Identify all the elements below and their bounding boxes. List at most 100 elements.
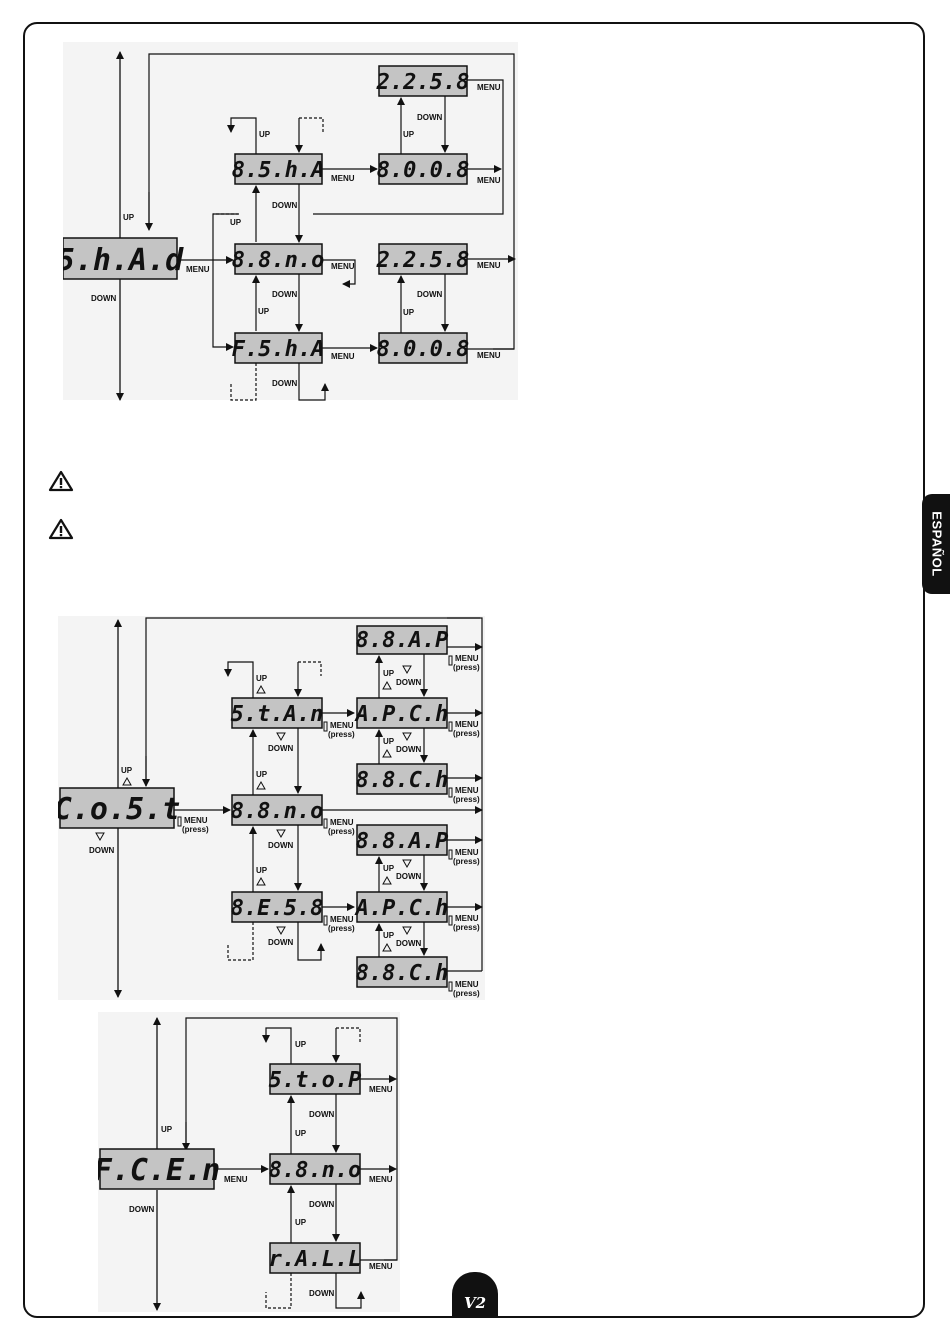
up-label: UP: [403, 130, 415, 139]
display-top-ap-text: 8.8.A.P: [356, 628, 449, 653]
display-bot-ap-text: 8.8.A.P: [356, 829, 449, 854]
display-top-ap: 8.8.A.P: [356, 625, 449, 655]
down-label: DOWN: [396, 745, 422, 754]
menu-label: MENU: [330, 818, 354, 827]
up-label: UP: [295, 1040, 307, 1049]
up-label: UP: [256, 770, 268, 779]
down-label: DOWN: [396, 939, 422, 948]
down-label: DOWN: [396, 678, 422, 687]
up-label: UP: [295, 1218, 307, 1227]
up-label: UP: [230, 218, 242, 227]
menu-label: MENU: [477, 83, 501, 92]
display-bot-min-text: 8.0.0.8: [377, 337, 470, 362]
press-label: (press): [453, 989, 480, 998]
up-label: UP: [383, 931, 395, 940]
menu-label: MENU: [455, 980, 479, 989]
down-label: DOWN: [417, 290, 443, 299]
brand-logo-tab: V2: [452, 1272, 498, 1318]
up-label: UP: [383, 737, 395, 746]
display-option-bot-text: 8.E.5.8: [231, 896, 324, 921]
menu-label: MENU: [369, 1085, 393, 1094]
display-option-bot: r.A.L.L: [269, 1242, 362, 1274]
display-shad-text: 5.h.A.d: [63, 243, 184, 278]
down-label: DOWN: [268, 938, 294, 947]
display-option-bot-text: F.5.h.A: [232, 337, 325, 362]
up-label: UP: [403, 308, 415, 317]
press-label: (press): [453, 795, 480, 804]
down-label: DOWN: [309, 1200, 335, 1209]
display-bot-ap: 8.8.A.P: [356, 824, 449, 856]
down-label: DOWN: [91, 294, 117, 303]
up-label: UP: [256, 674, 268, 683]
up-label: UP: [383, 669, 395, 678]
display-cost-text: C.o.5.t: [58, 792, 180, 827]
display-top-max-text: 2.2.5.8: [376, 70, 470, 95]
menu-label: MENU: [186, 265, 210, 274]
down-label: DOWN: [417, 113, 443, 122]
display-option-mid-text: 8.8.n.o: [231, 799, 324, 824]
press-label: (press): [182, 825, 209, 834]
up-label: UP: [161, 1125, 173, 1134]
language-tab: ESPAÑOL: [922, 494, 950, 594]
display-option-top-text: 5.t.o.P: [269, 1068, 362, 1093]
display-fcen: F.C.E.n: [98, 1148, 220, 1190]
menu-label: MENU: [455, 720, 479, 729]
menu-label: MENU: [455, 914, 479, 923]
display-option-bot: 8.E.5.8: [231, 891, 324, 923]
display-top-min: 8.0.0.8: [377, 153, 469, 185]
up-label: UP: [295, 1129, 307, 1138]
display-top-apch: A.P.C.h: [354, 697, 449, 729]
display-option-bot: F.5.h.A: [232, 332, 325, 364]
up-label: UP: [383, 864, 395, 873]
display-top-ch-text: 8.8.C.h: [356, 768, 449, 793]
display-bot-apch-text: A.P.C.h: [354, 896, 449, 921]
display-bot-apch: A.P.C.h: [354, 891, 449, 923]
menu-label: MENU: [331, 262, 355, 271]
menu-label: MENU: [184, 816, 208, 825]
display-option-mid-text: 8.8.n.o: [269, 1158, 362, 1183]
display-top-ch: 8.8.C.h: [356, 763, 449, 795]
press-label: (press): [453, 923, 480, 932]
press-label: (press): [328, 924, 355, 933]
brand-logo: V2: [463, 1294, 487, 1312]
press-label: (press): [453, 857, 480, 866]
display-option-mid: 8.8.n.o: [232, 243, 324, 275]
display-option-bot-text: r.A.L.L: [269, 1247, 362, 1272]
display-top-max: 2.2.5.8: [376, 65, 470, 97]
display-option-mid: 8.8.n.o: [231, 794, 324, 826]
press-label: (press): [328, 827, 355, 836]
down-label: DOWN: [309, 1289, 335, 1298]
warning-icon: [48, 470, 74, 492]
press-label: (press): [453, 663, 480, 672]
up-label: UP: [256, 866, 268, 875]
display-bot-max: 2.2.5.8: [376, 243, 470, 275]
menu-label: MENU: [455, 654, 479, 663]
display-shad: 5.h.A.d: [63, 237, 184, 280]
down-label: DOWN: [89, 846, 115, 855]
up-label: UP: [258, 307, 270, 316]
display-bot-max-text: 2.2.5.8: [376, 248, 470, 273]
menu-label: MENU: [455, 786, 479, 795]
down-label: DOWN: [272, 379, 298, 388]
menu-diagram-cost: UP DOWN C.o.5.t MENU (press) 5.t.A.n 8.8…: [58, 616, 485, 1000]
down-label: DOWN: [268, 744, 294, 753]
up-label: UP: [259, 130, 271, 139]
menu-label: MENU: [330, 915, 354, 924]
display-bot-ch: 8.8.C.h: [356, 956, 449, 988]
display-top-apch-text: A.P.C.h: [354, 702, 449, 727]
press-label: (press): [453, 729, 480, 738]
display-cost: C.o.5.t: [58, 787, 180, 829]
warning-icon: [48, 518, 74, 540]
down-label: DOWN: [268, 841, 294, 850]
display-option-top-text: 8.5.h.A: [232, 158, 325, 183]
menu-label: MENU: [331, 352, 355, 361]
display-bot-ch-text: 8.8.C.h: [356, 961, 449, 986]
display-fcen-text: F.C.E.n: [98, 1153, 220, 1188]
menu-label: MENU: [331, 174, 355, 183]
down-label: DOWN: [309, 1110, 335, 1119]
display-option-top: 5.t.o.P: [269, 1063, 362, 1095]
menu-label: MENU: [455, 848, 479, 857]
display-option-mid: 8.8.n.o: [269, 1153, 362, 1185]
display-bot-min: 8.0.0.8: [377, 332, 470, 364]
language-tab-label: ESPAÑOL: [929, 511, 945, 577]
